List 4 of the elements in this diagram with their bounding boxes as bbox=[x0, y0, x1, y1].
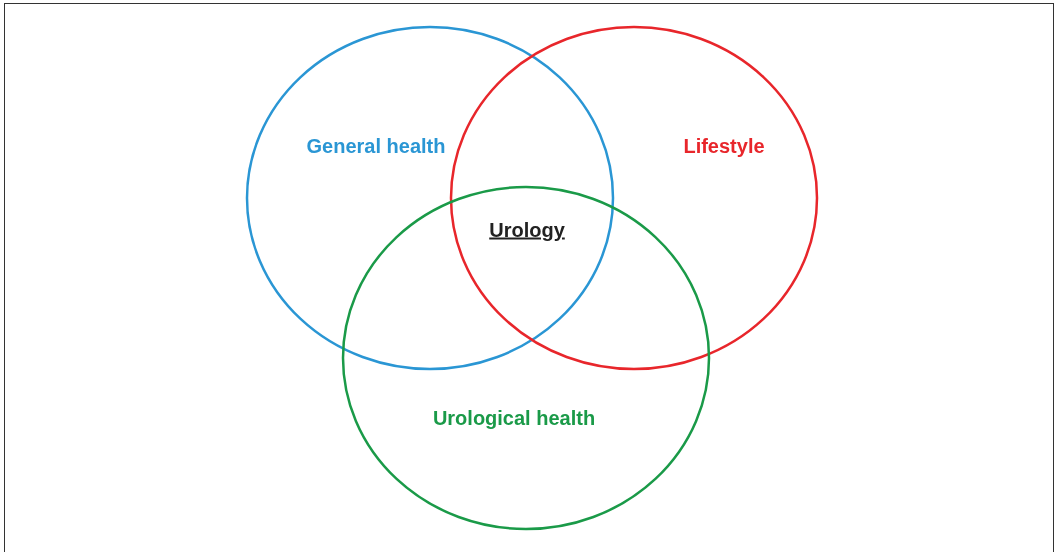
set-label: Urological health bbox=[432, 406, 596, 430]
set-label: General health bbox=[306, 134, 446, 158]
intersection-label: Urology bbox=[489, 218, 565, 242]
set-label: Lifestyle bbox=[683, 134, 765, 158]
